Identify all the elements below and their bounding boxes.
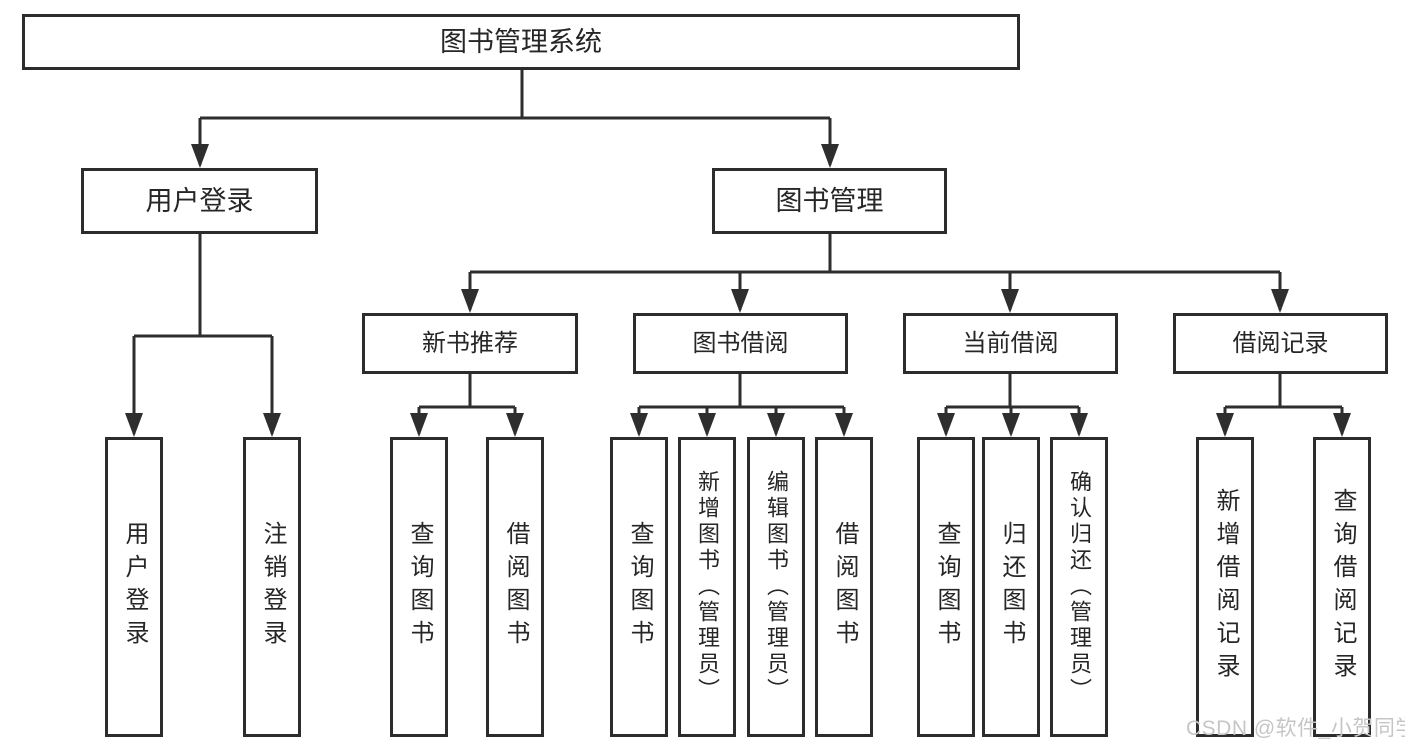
connector-book-mgmt-to-level3: [461, 234, 1289, 313]
leaf-return-books: 归还图书: [982, 437, 1040, 737]
leaf-add-borrow-record: 新增借阅记录: [1196, 437, 1254, 737]
leaf-edit-book-admin: 编辑图书（管理员）: [747, 437, 805, 737]
node-user-login: 用户登录: [81, 168, 318, 234]
csdn-watermark: CSDN @软件_小贺同学: [1186, 717, 1405, 740]
connector-root-to-level2: [191, 69, 839, 168]
connector-user-login-to-leaves: [125, 234, 281, 437]
connector-current-borrow-to-leaves: [937, 374, 1088, 437]
leaf-query-borrow-record: 查询借阅记录: [1313, 437, 1371, 737]
leaf-query-books-recommend: 查询图书: [390, 437, 448, 737]
node-current-borrowing: 当前借阅: [903, 313, 1118, 374]
leaf-logout: 注销登录: [243, 437, 301, 737]
leaf-borrow-books: 借阅图书: [815, 437, 873, 737]
leaf-borrow-books-recommend: 借阅图书: [486, 437, 544, 737]
node-borrowing-records: 借阅记录: [1173, 313, 1388, 374]
node-book-borrowing: 图书借阅: [633, 313, 848, 374]
leaf-confirm-return-admin: 确认归还（管理员）: [1050, 437, 1108, 737]
node-new-book-recommendation: 新书推荐: [362, 313, 578, 374]
node-library-management-system: 图书管理系统: [22, 14, 1020, 70]
leaf-query-books-current: 查询图书: [917, 437, 975, 737]
leaf-user-login: 用户登录: [105, 437, 163, 737]
connector-book-borrow-to-leaves: [630, 374, 853, 437]
connector-new-books-to-leaves: [410, 374, 524, 437]
leaf-query-books-borrow: 查询图书: [610, 437, 668, 737]
node-book-management: 图书管理: [712, 168, 947, 234]
connector-borrow-records-to-leaves: [1216, 374, 1351, 437]
leaf-add-book-admin: 新增图书（管理员）: [678, 437, 736, 737]
